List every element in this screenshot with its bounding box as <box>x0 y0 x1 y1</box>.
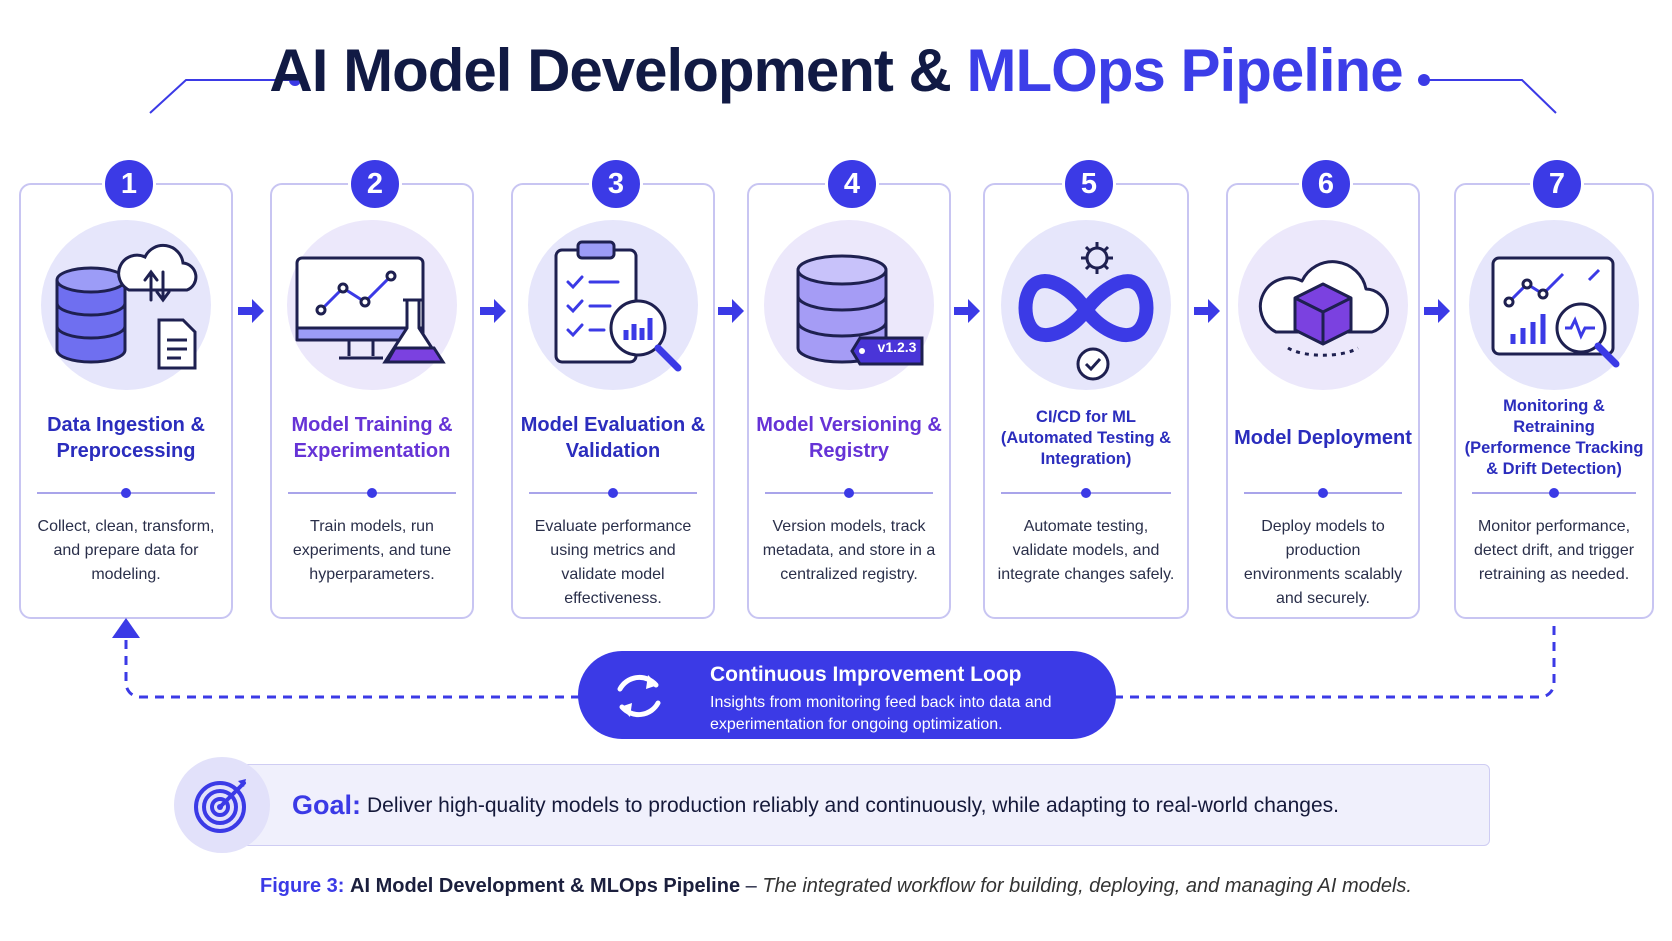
step-number-badge: 6 <box>1299 157 1353 211</box>
infinity-loop-icon <box>1018 274 1154 342</box>
step-card-5: 5 CI/CD for ML (Automated Testing & Inte… <box>983 157 1189 619</box>
check-circle-icon <box>1076 347 1110 381</box>
step-card-7: 7 Monitoring & Retraining (Performence T… <box>1454 157 1654 619</box>
step-title: CI/CD for ML (Automated Testing & Integr… <box>1000 407 1172 468</box>
caption-dash: – <box>740 875 763 897</box>
step-card-3: 3 Model Evaluation & Validation Evaluate… <box>511 157 715 619</box>
monitor-chart-icon <box>295 256 425 360</box>
step-arrow-icon <box>1424 299 1450 323</box>
step-divider <box>37 488 215 498</box>
title-main: AI Model Development & <box>269 37 967 104</box>
step-divider <box>1001 488 1171 498</box>
step-number-badge: 5 <box>1062 157 1116 211</box>
target-icon <box>194 779 246 833</box>
step-divider <box>765 488 933 498</box>
step-title: Monitoring & Retraining (Performence Tra… <box>1464 397 1644 478</box>
database-tag-icon <box>796 254 924 366</box>
step-title: Model Training & Experimentation <box>291 414 453 462</box>
step-divider <box>1244 488 1402 498</box>
step-arrow-icon <box>1194 299 1220 323</box>
refresh-icon <box>617 674 661 718</box>
step-description: Train models, run experiments, and tune … <box>292 518 452 583</box>
step-arrow-icon <box>954 299 980 323</box>
goal-banner <box>210 764 1490 846</box>
step-description: Collect, clean, transform, and prepare d… <box>37 518 215 583</box>
loop-description: Insights from monitoring feed back into … <box>710 694 1052 733</box>
step-card-2: 2 Model Training & Experimentation Train… <box>270 157 474 619</box>
loop-title: Continuous Improvement Loop <box>710 663 1022 686</box>
step-description: Version models, track metadata, and stor… <box>762 518 936 583</box>
step-description: Automate testing, validate models, and i… <box>997 518 1175 583</box>
step-arrow-icon <box>480 299 506 323</box>
title-decoration <box>149 74 1557 114</box>
step-arrow-icon <box>718 299 744 323</box>
step-title: Model Evaluation & Validation <box>520 414 706 462</box>
step-title: Model Deployment <box>1234 427 1412 449</box>
step-number-badge: 2 <box>348 157 402 211</box>
step-divider <box>529 488 697 498</box>
step-number-badge: 4 <box>825 157 879 211</box>
step-number-badge: 7 <box>1530 157 1584 211</box>
model-training-illustration <box>287 220 457 390</box>
step-arrow-icon <box>238 299 264 323</box>
step-divider <box>1472 488 1636 498</box>
flask-icon <box>382 298 446 364</box>
gear-icon <box>1081 242 1113 274</box>
step-number-badge: 3 <box>589 157 643 211</box>
step-divider <box>288 488 456 498</box>
page-title: AI Model Development & MLOps Pipeline <box>0 36 1672 105</box>
magnifier-chart-icon <box>1555 302 1620 368</box>
title-accent: MLOps Pipeline <box>966 37 1404 104</box>
caption-name: AI Model Development & MLOps Pipeline <box>350 875 741 897</box>
document-icon <box>157 318 197 370</box>
continuous-improvement-loop: Continuous Improvement Loop Insights fro… <box>578 651 1116 739</box>
model-deployment-illustration <box>1238 220 1408 390</box>
goal-label: Goal: <box>292 790 362 820</box>
step-card-6: 6 Model Deployment Deploy models to prod… <box>1226 157 1420 619</box>
figure-caption: Figure 3: AI Model Development & MLOps P… <box>0 875 1672 898</box>
version-tag-label: v1.2.3 <box>877 339 917 355</box>
goal-icon-badge <box>174 757 270 853</box>
goal-text: Deliver high-quality models to productio… <box>367 794 1339 817</box>
caption-description: The integrated workflow for building, de… <box>762 875 1412 897</box>
cicd-illustration <box>1001 220 1171 390</box>
data-ingestion-illustration <box>41 220 211 390</box>
step-description: Deploy models to production environments… <box>1243 518 1403 607</box>
cloud-cube-icon <box>1258 260 1389 357</box>
step-card-4: 4 v1.2.3 Model Versioning & Registry Ver… <box>747 157 951 619</box>
step-number-badge: 1 <box>102 157 156 211</box>
step-description: Evaluate performance using metrics and v… <box>534 518 692 607</box>
cloud-transfer-icon <box>117 243 198 303</box>
caption-figure-number: Figure 3: <box>260 875 345 897</box>
step-description: Monitor performance, detect drift, and t… <box>1473 518 1635 583</box>
step-title: Model Versioning & Registry <box>756 414 942 462</box>
magnifier-chart-icon <box>609 299 682 372</box>
monitoring-illustration <box>1469 220 1639 390</box>
model-evaluation-illustration <box>528 220 698 390</box>
step-title: Data Ingestion & Preprocessing <box>47 414 205 462</box>
database-icon <box>55 266 127 364</box>
model-versioning-illustration <box>764 220 934 390</box>
step-card-1: 1 Data Ingestion & Preprocessing Collect… <box>19 157 233 619</box>
